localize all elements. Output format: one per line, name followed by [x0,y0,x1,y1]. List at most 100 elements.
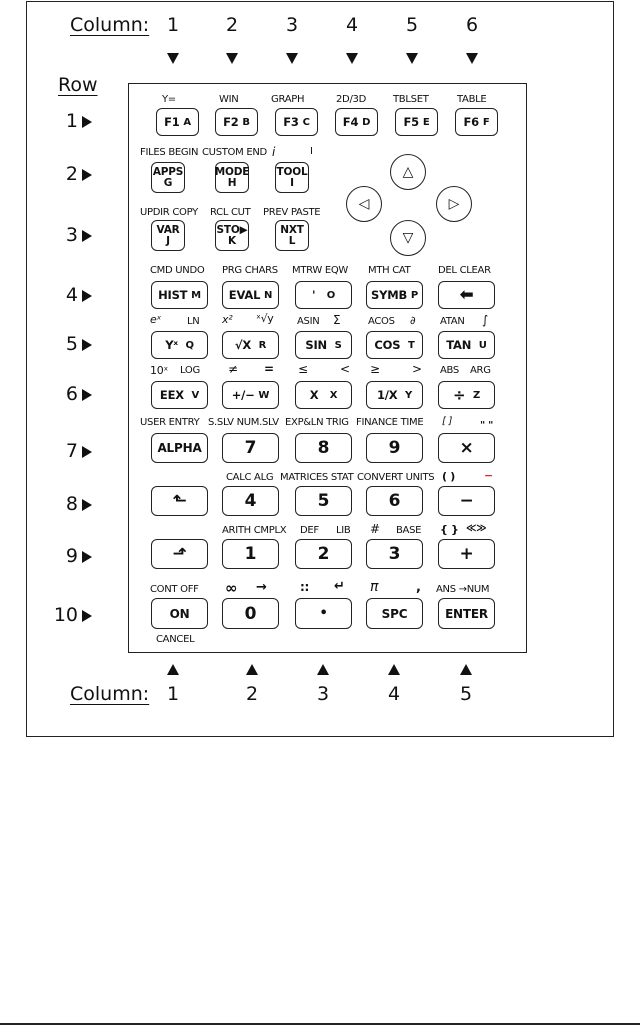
key-space[interactable]: SPC [366,598,423,629]
key-f2[interactable]: F2 B [215,108,258,136]
key-sin[interactable]: SIN S [295,331,352,359]
key-decimal[interactable]: • [295,598,352,629]
key-cos[interactable]: COS T [366,331,423,359]
shift-label: ↵ [334,579,345,594]
shift-label: ≥ [370,362,380,376]
key-down[interactable]: ▽ [390,220,426,256]
shift-label: Y= [162,94,176,105]
key-5[interactable]: 5 [295,486,352,516]
key-eex[interactable]: EEX V [151,381,208,409]
shift-label: ( ) [442,470,455,483]
shift-label: , [416,580,421,595]
down-arrow-icon [346,53,358,64]
key-left[interactable]: ◁ [346,186,382,222]
key-6[interactable]: 6 [366,486,423,516]
key-symb[interactable]: SYMB P [366,281,423,309]
key-hist[interactable]: HIST M [151,281,208,309]
key-multiply-x[interactable]: X X [295,381,352,409]
key-up[interactable]: △ [390,154,426,190]
shift-label: UPDIR COPY [140,207,198,218]
key-power[interactable]: Yˣ Q [151,331,208,359]
shift-label: − [484,469,493,482]
shift-label: USER ENTRY [140,417,200,428]
key-4[interactable]: 4 [222,486,279,516]
key-quote[interactable]: ' O [295,281,352,309]
key-alpha[interactable]: ALPHA [151,433,208,463]
key-sqrt[interactable]: √X R [222,331,279,359]
shift-label: DEL CLEAR [438,265,491,276]
top-column-caption: Column: [70,14,150,36]
up-arrow-icon [317,664,329,675]
key-divide[interactable]: ÷ Z [438,381,495,409]
key-minus[interactable]: − [438,486,495,516]
key-1[interactable]: 1 [222,539,279,569]
shift-label: PRG CHARS [222,265,278,276]
key-left-shift[interactable]: ⬑ [151,486,208,516]
shift-label: ∞ [225,579,238,597]
key-f1[interactable]: F1 A [156,108,199,136]
key-8[interactable]: 8 [295,433,352,463]
key-tan[interactable]: TAN U [438,331,495,359]
right-arrow-icon [82,610,92,622]
key-reciprocal[interactable]: 1/X Y [366,381,423,409]
up-arrow-icon [167,664,179,675]
key-plus[interactable]: + [438,539,495,569]
key-f3[interactable]: F3 C [275,108,318,136]
shift-label: TABLE [457,94,487,105]
shift-label: :: [300,580,309,594]
shift-label: LN [187,316,200,327]
row-number-6: 6 [65,383,78,405]
bottom-column-4: 4 [387,683,401,705]
key-multiply[interactable]: × [438,433,495,463]
down-arrow-icon [286,53,298,64]
key-sto[interactable]: STO▶K [215,220,249,251]
shift-label: [ ] [442,416,453,427]
key-0[interactable]: 0 [222,598,279,629]
shift-label: I [310,146,313,157]
down-arrow-icon [466,53,478,64]
shift-label: 2D/3D [336,94,366,105]
down-arrow-icon [226,53,238,64]
right-arrow-icon [82,551,92,563]
backspace-icon: ⬅ [459,285,474,305]
key-2[interactable]: 2 [295,539,352,569]
key-right-shift[interactable]: ⬏ [151,539,208,569]
row-number-8: 8 [65,493,78,515]
down-arrow-icon: ▽ [402,230,414,246]
shift-label: x² [222,313,233,326]
shift-label: { } [440,523,459,536]
key-7[interactable]: 7 [222,433,279,463]
row-number-1: 1 [65,110,78,132]
shift-label: " " [480,420,494,431]
shift-label: ≠ [228,362,238,376]
shift-label: BASE [396,525,422,536]
shift-label: CUSTOM END [202,147,267,158]
right-arrow-icon [82,230,92,242]
key-f4[interactable]: F4 D [335,108,378,136]
right-arrow-icon [82,339,92,351]
key-9[interactable]: 9 [366,433,423,463]
key-eval[interactable]: EVAL N [222,281,279,309]
bottom-column-5: 5 [459,683,473,705]
top-column-6: 6 [465,14,479,36]
key-right[interactable]: ▷ [436,186,472,222]
shift-label: ACOS [368,316,395,327]
cancel-label: CANCEL [156,634,195,645]
row-number-4: 4 [65,284,78,306]
shift-label: LIB [336,525,351,536]
key-enter[interactable]: ENTER [438,598,495,629]
key-negate[interactable]: +/− W [222,381,279,409]
key-f5[interactable]: F5 E [395,108,438,136]
row-number-2: 2 [65,163,78,185]
top-column-3: 3 [285,14,299,36]
key-3[interactable]: 3 [366,539,423,569]
key-backspace[interactable]: ⬅ [438,281,495,309]
key-f6[interactable]: F6 F [455,108,498,136]
key-on[interactable]: ON [151,598,208,629]
shift-label: TBLSET [393,94,429,105]
